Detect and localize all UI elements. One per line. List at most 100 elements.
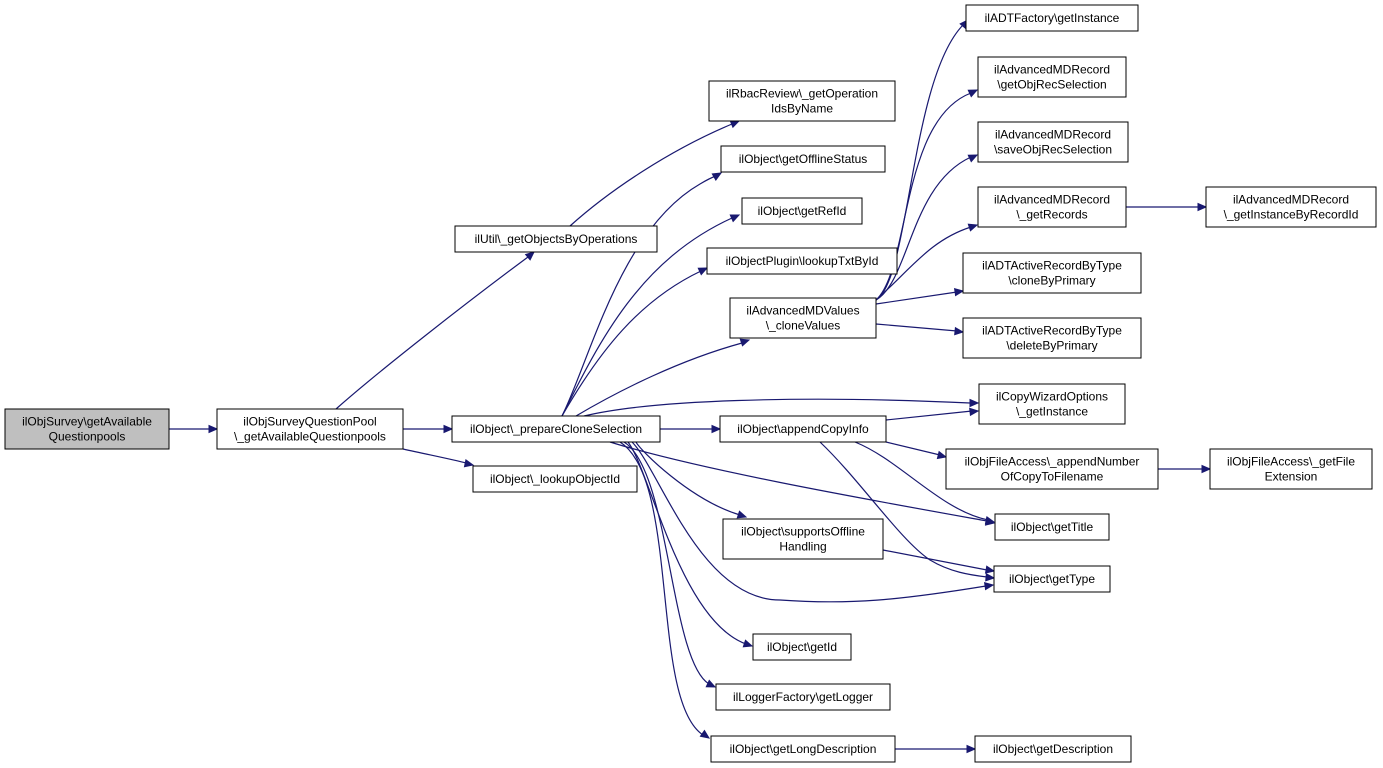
node-label-line: ilADTActiveRecordByType bbox=[982, 324, 1122, 338]
node-n-desc[interactable]: ilObject\getDescription bbox=[974, 735, 1132, 763]
edge-arrowhead bbox=[443, 424, 454, 434]
node-box[interactable] bbox=[993, 565, 1111, 593]
node-n-logger[interactable]: ilLoggerFactory\getLogger bbox=[715, 683, 891, 711]
node-box[interactable] bbox=[472, 465, 638, 493]
edge-arrowhead bbox=[953, 287, 965, 297]
node-label-line: ilObject\getOfflineStatus bbox=[739, 152, 868, 166]
node-n-savesel[interactable]: ilAdvancedMDRecord\saveObjRecSelection bbox=[977, 121, 1129, 163]
edge-arrowhead bbox=[1197, 202, 1208, 212]
node-label-line: ilAdvancedMDRecord bbox=[994, 63, 1110, 77]
node-box[interactable] bbox=[741, 197, 863, 225]
node-box[interactable] bbox=[965, 4, 1139, 32]
edge-arrowhead bbox=[742, 639, 754, 648]
node-n-util[interactable]: ilUtil\_getObjectsByOperations bbox=[454, 225, 658, 253]
node-box[interactable] bbox=[974, 735, 1132, 763]
call-edge bbox=[561, 175, 717, 417]
call-edge bbox=[561, 217, 733, 417]
node-box[interactable] bbox=[706, 247, 898, 275]
node-box[interactable] bbox=[962, 252, 1142, 294]
node-n-delbp[interactable]: ilADTActiveRecordByType\deleteByPrimary bbox=[962, 317, 1142, 359]
node-label-line: \_getInstance bbox=[1016, 405, 1088, 419]
node-box[interactable] bbox=[708, 80, 896, 122]
node-label-line: ilUtil\_getObjectsByOperations bbox=[475, 232, 638, 246]
node-box[interactable] bbox=[1209, 448, 1373, 490]
node-n-instrec[interactable]: ilAdvancedMDRecord\_getInstanceByRecordI… bbox=[1205, 186, 1377, 228]
call-edge bbox=[561, 270, 702, 417]
node-label-line: \deleteByPrimary bbox=[1006, 339, 1097, 353]
call-edge bbox=[583, 398, 971, 417]
edge-arrowhead bbox=[729, 214, 741, 223]
call-edge bbox=[854, 441, 989, 521]
node-label-line: Extension bbox=[1265, 470, 1318, 484]
node-label-line: ilObjSurvey\getAvailable bbox=[22, 415, 152, 429]
node-n-adtfac[interactable]: ilADTFactory\getInstance bbox=[965, 4, 1139, 32]
node-n-longdesc[interactable]: ilObject\getLongDescription bbox=[710, 735, 896, 763]
node-n-advvals[interactable]: ilAdvancedMDValues\_cloneValues bbox=[729, 297, 877, 339]
node-root[interactable]: ilObjSurvey\getAvailableQuestionpools bbox=[4, 408, 170, 450]
node-n-append[interactable]: ilObject\appendCopyInfo bbox=[719, 415, 887, 443]
node-box[interactable] bbox=[977, 186, 1127, 228]
node-box[interactable] bbox=[710, 735, 896, 763]
node-box[interactable] bbox=[454, 225, 658, 253]
node-label-line: ilObjFileAccess\_appendNumber bbox=[965, 455, 1140, 469]
node-n-fileappend[interactable]: ilObjFileAccess\_appendNumberOfCopyToFil… bbox=[945, 448, 1159, 490]
node-label-line: ilObject\getId bbox=[767, 640, 837, 654]
edge-arrowhead bbox=[983, 581, 995, 591]
edge-arrowhead bbox=[208, 424, 219, 434]
node-label-line: ilObject\getRefId bbox=[758, 204, 847, 218]
node-n-title[interactable]: ilObject\getTitle bbox=[994, 513, 1110, 541]
edge-arrowhead bbox=[705, 679, 717, 688]
edge-arrowhead bbox=[984, 565, 996, 574]
node-label-line: \saveObjRecSelection bbox=[994, 143, 1112, 157]
node-n-plugin[interactable]: ilObjectPlugin\lookupTxtById bbox=[706, 247, 898, 275]
edge-arrowhead bbox=[711, 172, 723, 181]
node-n-prep[interactable]: ilObject\_prepareCloneSelection bbox=[451, 415, 661, 443]
node-box[interactable] bbox=[715, 683, 891, 711]
node-box[interactable] bbox=[977, 56, 1127, 98]
node-box[interactable] bbox=[4, 408, 170, 450]
call-edge bbox=[623, 441, 710, 685]
node-box[interactable] bbox=[720, 145, 886, 173]
node-box[interactable] bbox=[945, 448, 1159, 490]
node-box[interactable] bbox=[719, 415, 887, 443]
node-box[interactable] bbox=[729, 297, 877, 339]
node-box[interactable] bbox=[977, 121, 1129, 163]
edge-arrowhead bbox=[984, 516, 996, 525]
call-edge bbox=[335, 256, 529, 410]
node-label-line: Questionpools bbox=[49, 430, 126, 444]
node-n-pool[interactable]: ilObjSurveyQuestionPool\_getAvailableQue… bbox=[216, 408, 404, 450]
edge-arrowhead bbox=[936, 450, 948, 460]
node-n-getsel[interactable]: ilAdvancedMDRecord\getObjRecSelection bbox=[977, 56, 1127, 98]
node-box[interactable] bbox=[962, 317, 1142, 359]
node-n-offline[interactable]: ilObject\getOfflineStatus bbox=[720, 145, 886, 173]
node-box[interactable] bbox=[994, 513, 1110, 541]
node-box[interactable] bbox=[216, 408, 404, 450]
node-label-line: ilObject\getTitle bbox=[1011, 520, 1094, 534]
call-edge bbox=[875, 323, 958, 332]
node-n-copywiz[interactable]: ilCopyWizardOptions\_getInstance bbox=[978, 383, 1126, 425]
call-edge bbox=[619, 441, 704, 736]
node-n-refid[interactable]: ilObject\getRefId bbox=[741, 197, 863, 225]
node-box[interactable] bbox=[451, 415, 661, 443]
node-n-type[interactable]: ilObject\getType bbox=[993, 565, 1111, 593]
node-n-getid[interactable]: ilObject\getId bbox=[752, 633, 852, 661]
node-label-line: ilObject\_prepareCloneSelection bbox=[470, 422, 642, 436]
node-n-clonebp[interactable]: ilADTActiveRecordByType\cloneByPrimary bbox=[962, 252, 1142, 294]
call-edge bbox=[885, 441, 941, 456]
node-n-getrec[interactable]: ilAdvancedMDRecord\_getRecords bbox=[977, 186, 1127, 228]
call-edge bbox=[875, 24, 964, 301]
node-n-lookup[interactable]: ilObject\_lookupObjectId bbox=[472, 465, 638, 493]
call-edge bbox=[631, 441, 987, 603]
node-box[interactable] bbox=[752, 633, 852, 661]
node-box[interactable] bbox=[722, 518, 884, 560]
node-label-line: \_cloneValues bbox=[766, 319, 841, 333]
call-edge bbox=[875, 291, 958, 305]
node-box[interactable] bbox=[1205, 186, 1377, 228]
node-box[interactable] bbox=[978, 383, 1126, 425]
node-label-line: ilObjFileAccess\_getFile bbox=[1227, 455, 1355, 469]
node-label-line: ilObject\appendCopyInfo bbox=[737, 422, 869, 436]
